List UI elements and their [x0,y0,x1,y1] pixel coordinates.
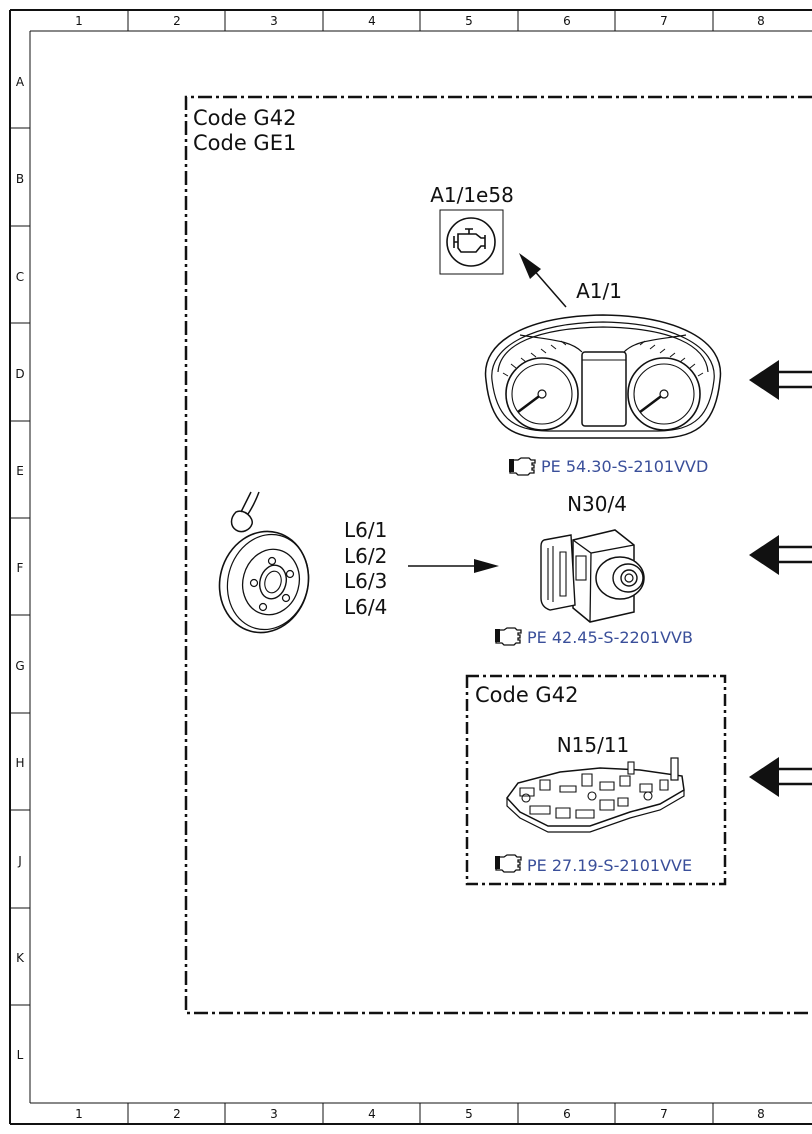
instrument-cluster-component[interactable]: A1/1 PE 54.30-S-2101VVD [484,279,722,476]
transmission-unit-drawing [506,757,685,833]
column-label-bottom: 7 [660,1107,668,1121]
row-label: L [17,1048,24,1062]
row-label: E [16,464,24,478]
esp-unit-drawing [540,529,645,623]
column-grid: 1 2 3 4 5 6 7 8 1 2 3 4 5 6 7 8 [75,10,765,1124]
transmission-control-unit-component[interactable]: N15/11 PE 27.19-S-2101VVE [495,733,692,875]
column-label-bottom: 6 [563,1107,571,1121]
wheel-speed-sensor-label: L6/3 [344,569,387,593]
instrument-cluster-label: A1/1 [576,279,622,303]
wheel-speed-sensor-label: L6/2 [344,544,387,568]
column-label-bottom: 4 [368,1107,376,1121]
inner-code-line: Code G42 [475,683,578,707]
column-label-bottom: 3 [270,1107,278,1121]
warning-lamp-label: A1/1e58 [430,183,514,207]
row-label: H [15,756,24,770]
sheet-border [9,9,812,1125]
pointing-hand-icon [495,627,522,646]
row-label: G [15,659,24,673]
row-label: F [17,561,24,575]
column-label-top: 5 [465,14,473,28]
engine-check-icon [446,217,496,267]
transmission-control-unit-label: N15/11 [557,733,630,757]
row-grid: A B C D E F G H J K L [10,75,30,1062]
transmission-control-unit-ref-link[interactable]: PE 27.19-S-2101VVE [527,856,692,875]
column-label-bottom: 8 [757,1107,765,1121]
incoming-arrow-esp [749,535,812,575]
row-label: D [15,367,24,381]
column-label-bottom: 2 [173,1107,181,1121]
row-label: B [16,172,24,186]
column-label-bottom: 1 [75,1107,83,1121]
column-label-top: 1 [75,14,83,28]
arrow-sensors-to-esp [408,559,499,573]
inner-code-frame: Code G42 [465,674,727,886]
esp-control-unit-ref-link[interactable]: PE 42.45-S-2201VVB [527,628,693,647]
outer-code-frame: Code G42 Code GE1 [184,95,812,1015]
esp-control-unit-component[interactable]: N30/4 PE 42.45-S-2201VVB [495,492,693,647]
warning-lamp-component[interactable]: A1/1e58 [430,183,514,275]
column-label-top: 6 [563,14,571,28]
column-label-top: 8 [757,14,765,28]
row-label: K [16,951,25,965]
pointing-hand-icon [509,457,536,476]
pointing-hand-icon [495,854,522,873]
brake-disc-drawing [218,491,310,634]
column-label-top: 4 [368,14,376,28]
wheel-speed-sensor-label: L6/4 [344,595,387,619]
esp-control-unit-label: N30/4 [567,492,627,516]
column-label-top: 2 [173,14,181,28]
row-label: C [16,270,24,284]
wheel-speed-sensor-component[interactable]: L6/1 L6/2 L6/3 L6/4 [208,491,387,643]
row-label: A [16,75,25,89]
incoming-arrow-cluster [749,360,812,400]
incoming-arrow-transmission [749,757,812,797]
outer-code-line: Code GE1 [193,131,296,155]
instrument-cluster-ref-link[interactable]: PE 54.30-S-2101VVD [541,457,708,476]
arrow-cluster-to-lamp [519,253,567,308]
wheel-speed-sensor-label: L6/1 [344,518,387,542]
row-label: J [17,854,22,868]
column-label-bottom: 5 [465,1107,473,1121]
column-label-top: 7 [660,14,668,28]
instrument-cluster-drawing [484,314,722,439]
outer-code-line: Code G42 [193,106,296,130]
column-label-top: 3 [270,14,278,28]
